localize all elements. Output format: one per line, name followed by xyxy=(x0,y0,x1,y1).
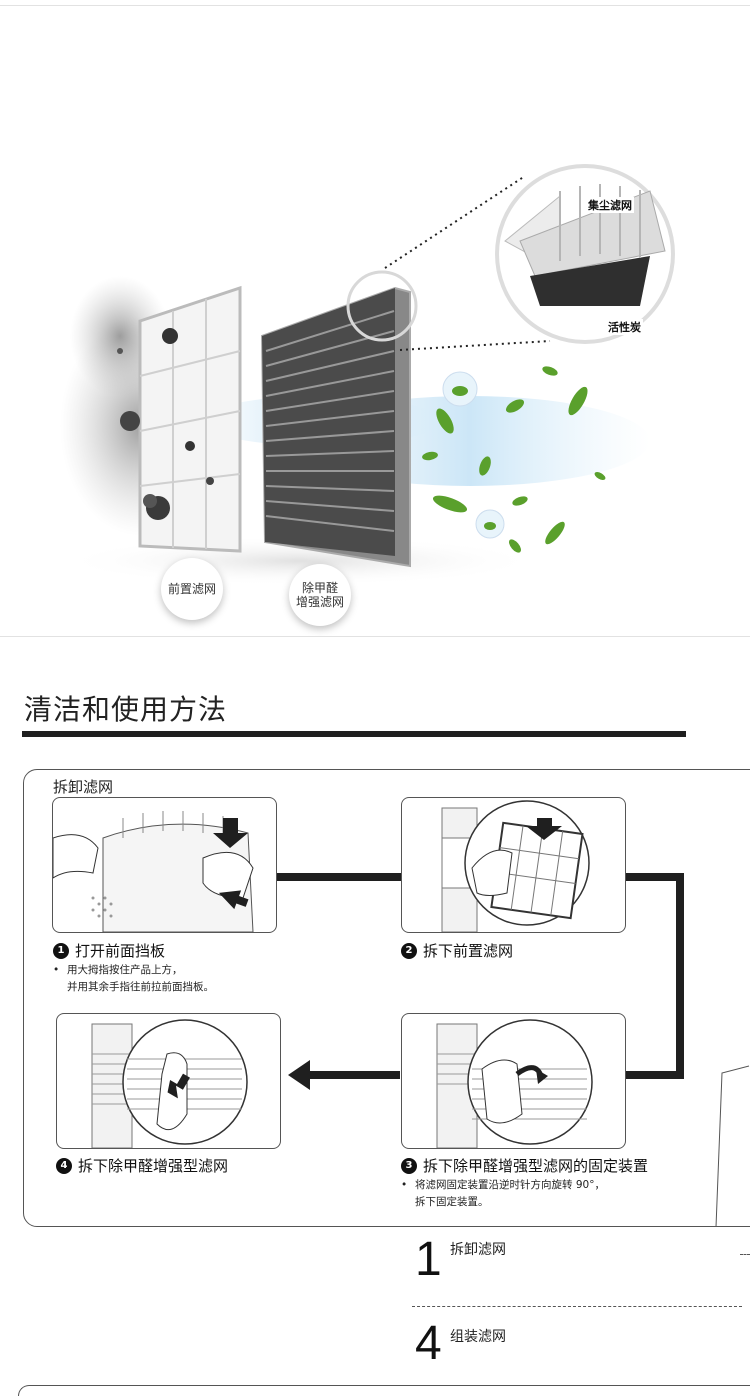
step2-image xyxy=(401,797,626,933)
formaldehyde-label-line2: 增强滤网 xyxy=(295,595,344,609)
step1-notes: •用大拇指按住产品上方， 并用其余手指往前拉前面挡板。 xyxy=(53,964,214,993)
step2-title: 拆下前置滤网 xyxy=(423,942,514,960)
step4-image xyxy=(56,1013,281,1149)
step1-title: 打开前面挡板 xyxy=(75,942,166,960)
formaldehyde-label-line1: 除甲醛 xyxy=(301,581,338,595)
leaf-icons xyxy=(422,366,606,553)
pre-filter-label: 前置滤网 xyxy=(161,558,223,620)
hero-divider xyxy=(0,636,750,637)
stepper-divider xyxy=(412,1306,742,1307)
step4-title: 拆下除甲醛增强型滤网 xyxy=(78,1157,229,1175)
removal-panel-title: 拆卸滤网 xyxy=(53,778,114,796)
stepper-label-4[interactable]: 组装滤网 xyxy=(450,1329,506,1345)
formaldehyde-filter-graphic xyxy=(260,286,411,568)
next-panel-edge xyxy=(715,1065,750,1230)
step3-badge: 3 xyxy=(401,1157,417,1174)
step3-note-2: 拆下固定装置。 xyxy=(415,1196,489,1208)
step1-badge: 1 xyxy=(53,942,69,959)
formaldehyde-filter-label-text: 除甲醛 增强滤网 xyxy=(296,581,344,609)
step1-image xyxy=(52,797,277,933)
filter-hero-illustration: 集尘滤网 活性炭 前置滤网 除甲醛 增强滤网 xyxy=(0,6,750,636)
step1-note-2: 并用其余手指往前拉前面挡板。 xyxy=(67,981,214,993)
step1-note-1: 用大拇指按住产品上方， xyxy=(67,964,183,976)
step3-notes: •将滤网固定装置沿逆时针方向旋转 90°， 拆下固定装置。 xyxy=(401,1179,605,1208)
pre-filter-label-text: 前置滤网 xyxy=(167,582,216,596)
pre-filter-graphic xyxy=(117,285,242,553)
stepper-label-1[interactable]: 拆卸滤网 xyxy=(450,1242,506,1258)
step2-badge: 2 xyxy=(401,942,417,959)
filter-layer-zoom xyxy=(495,164,675,344)
step4-heading: 4 拆下除甲醛增强型滤网 xyxy=(56,1155,228,1176)
dust-filter-callout: 集尘滤网 xyxy=(586,197,634,213)
carbon-callout: 活性炭 xyxy=(606,319,643,335)
stepper-number-1: 1 xyxy=(415,1233,442,1286)
stepper-number-4: 4 xyxy=(415,1317,442,1370)
step3-note-1: 将滤网固定装置沿逆时针方向旋转 90°， xyxy=(415,1179,605,1191)
top-divider xyxy=(0,5,750,6)
step2-heading: 2 拆下前置滤网 xyxy=(401,940,513,961)
formaldehyde-filter-label: 除甲醛 增强滤网 xyxy=(289,564,351,626)
stepper-dash-small xyxy=(740,1254,750,1255)
step3-heading: 3 拆下除甲醛增强型滤网的固定装置 xyxy=(401,1155,648,1176)
section-title: 清洁和使用方法 xyxy=(24,693,228,726)
title-underline xyxy=(22,731,686,737)
step3-title: 拆下除甲醛增强型滤网的固定装置 xyxy=(423,1157,649,1175)
step3-image xyxy=(401,1013,626,1149)
step1-heading: 1 打开前面挡板 xyxy=(53,940,165,961)
step-flow-arrows xyxy=(270,870,690,1090)
filter-illustration-svg xyxy=(60,164,675,586)
step4-badge: 4 xyxy=(56,1157,72,1174)
